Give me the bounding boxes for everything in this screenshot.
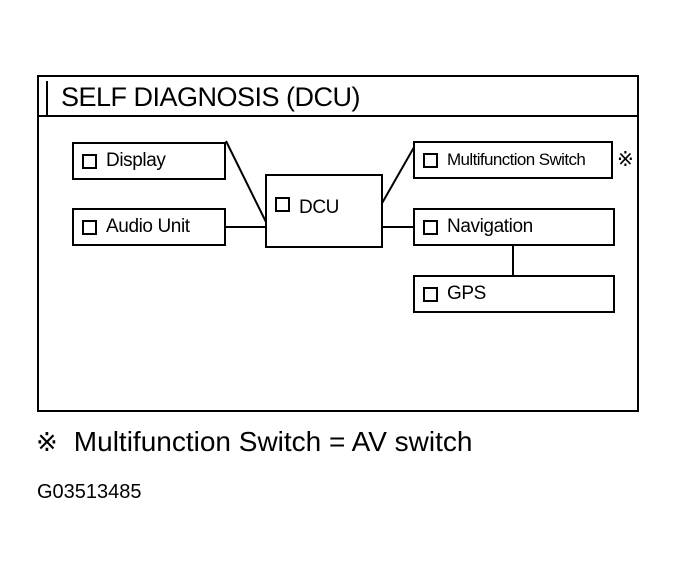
node-gps[interactable]: GPS bbox=[413, 275, 615, 313]
node-audio-unit[interactable]: Audio Unit bbox=[72, 208, 226, 246]
figure-code: G03513485 bbox=[37, 481, 142, 503]
checkbox-icon bbox=[82, 153, 97, 169]
node-navigation[interactable]: Navigation bbox=[413, 208, 615, 246]
checkbox-icon bbox=[423, 152, 438, 168]
footnote-text: Multifunction Switch = AV switch bbox=[73, 426, 473, 457]
diagnosis-screen: SELF DIAGNOSIS (DCU) Display Audio Unit … bbox=[37, 75, 639, 412]
reference-mark-icon: ※ bbox=[617, 149, 634, 171]
node-dcu[interactable]: DCU bbox=[265, 174, 383, 248]
node-label: GPS bbox=[447, 283, 486, 304]
screen-title: SELF DIAGNOSIS (DCU) bbox=[61, 82, 361, 112]
link-display-dcu bbox=[225, 140, 267, 223]
checkbox-icon bbox=[423, 286, 438, 302]
reference-mark-icon: ※ bbox=[36, 427, 58, 457]
connection-lines bbox=[225, 140, 514, 276]
checkbox-icon bbox=[275, 197, 290, 212]
link-dcu-multifunction bbox=[380, 141, 418, 206]
checkbox-icon bbox=[82, 219, 97, 235]
node-display[interactable]: Display bbox=[72, 142, 226, 180]
node-multifunction-switch[interactable]: Multifunction Switch bbox=[413, 141, 613, 179]
node-label: Display bbox=[106, 150, 166, 171]
checkbox-icon bbox=[423, 219, 438, 235]
footnote: ※ Multifunction Switch = AV switch bbox=[36, 426, 472, 458]
node-label: Navigation bbox=[447, 216, 533, 237]
title-accent-line bbox=[46, 81, 48, 115]
title-bar: SELF DIAGNOSIS (DCU) bbox=[39, 77, 637, 117]
node-label: DCU bbox=[299, 197, 339, 218]
node-label: Audio Unit bbox=[106, 216, 190, 237]
node-label: Multifunction Switch bbox=[447, 150, 586, 169]
